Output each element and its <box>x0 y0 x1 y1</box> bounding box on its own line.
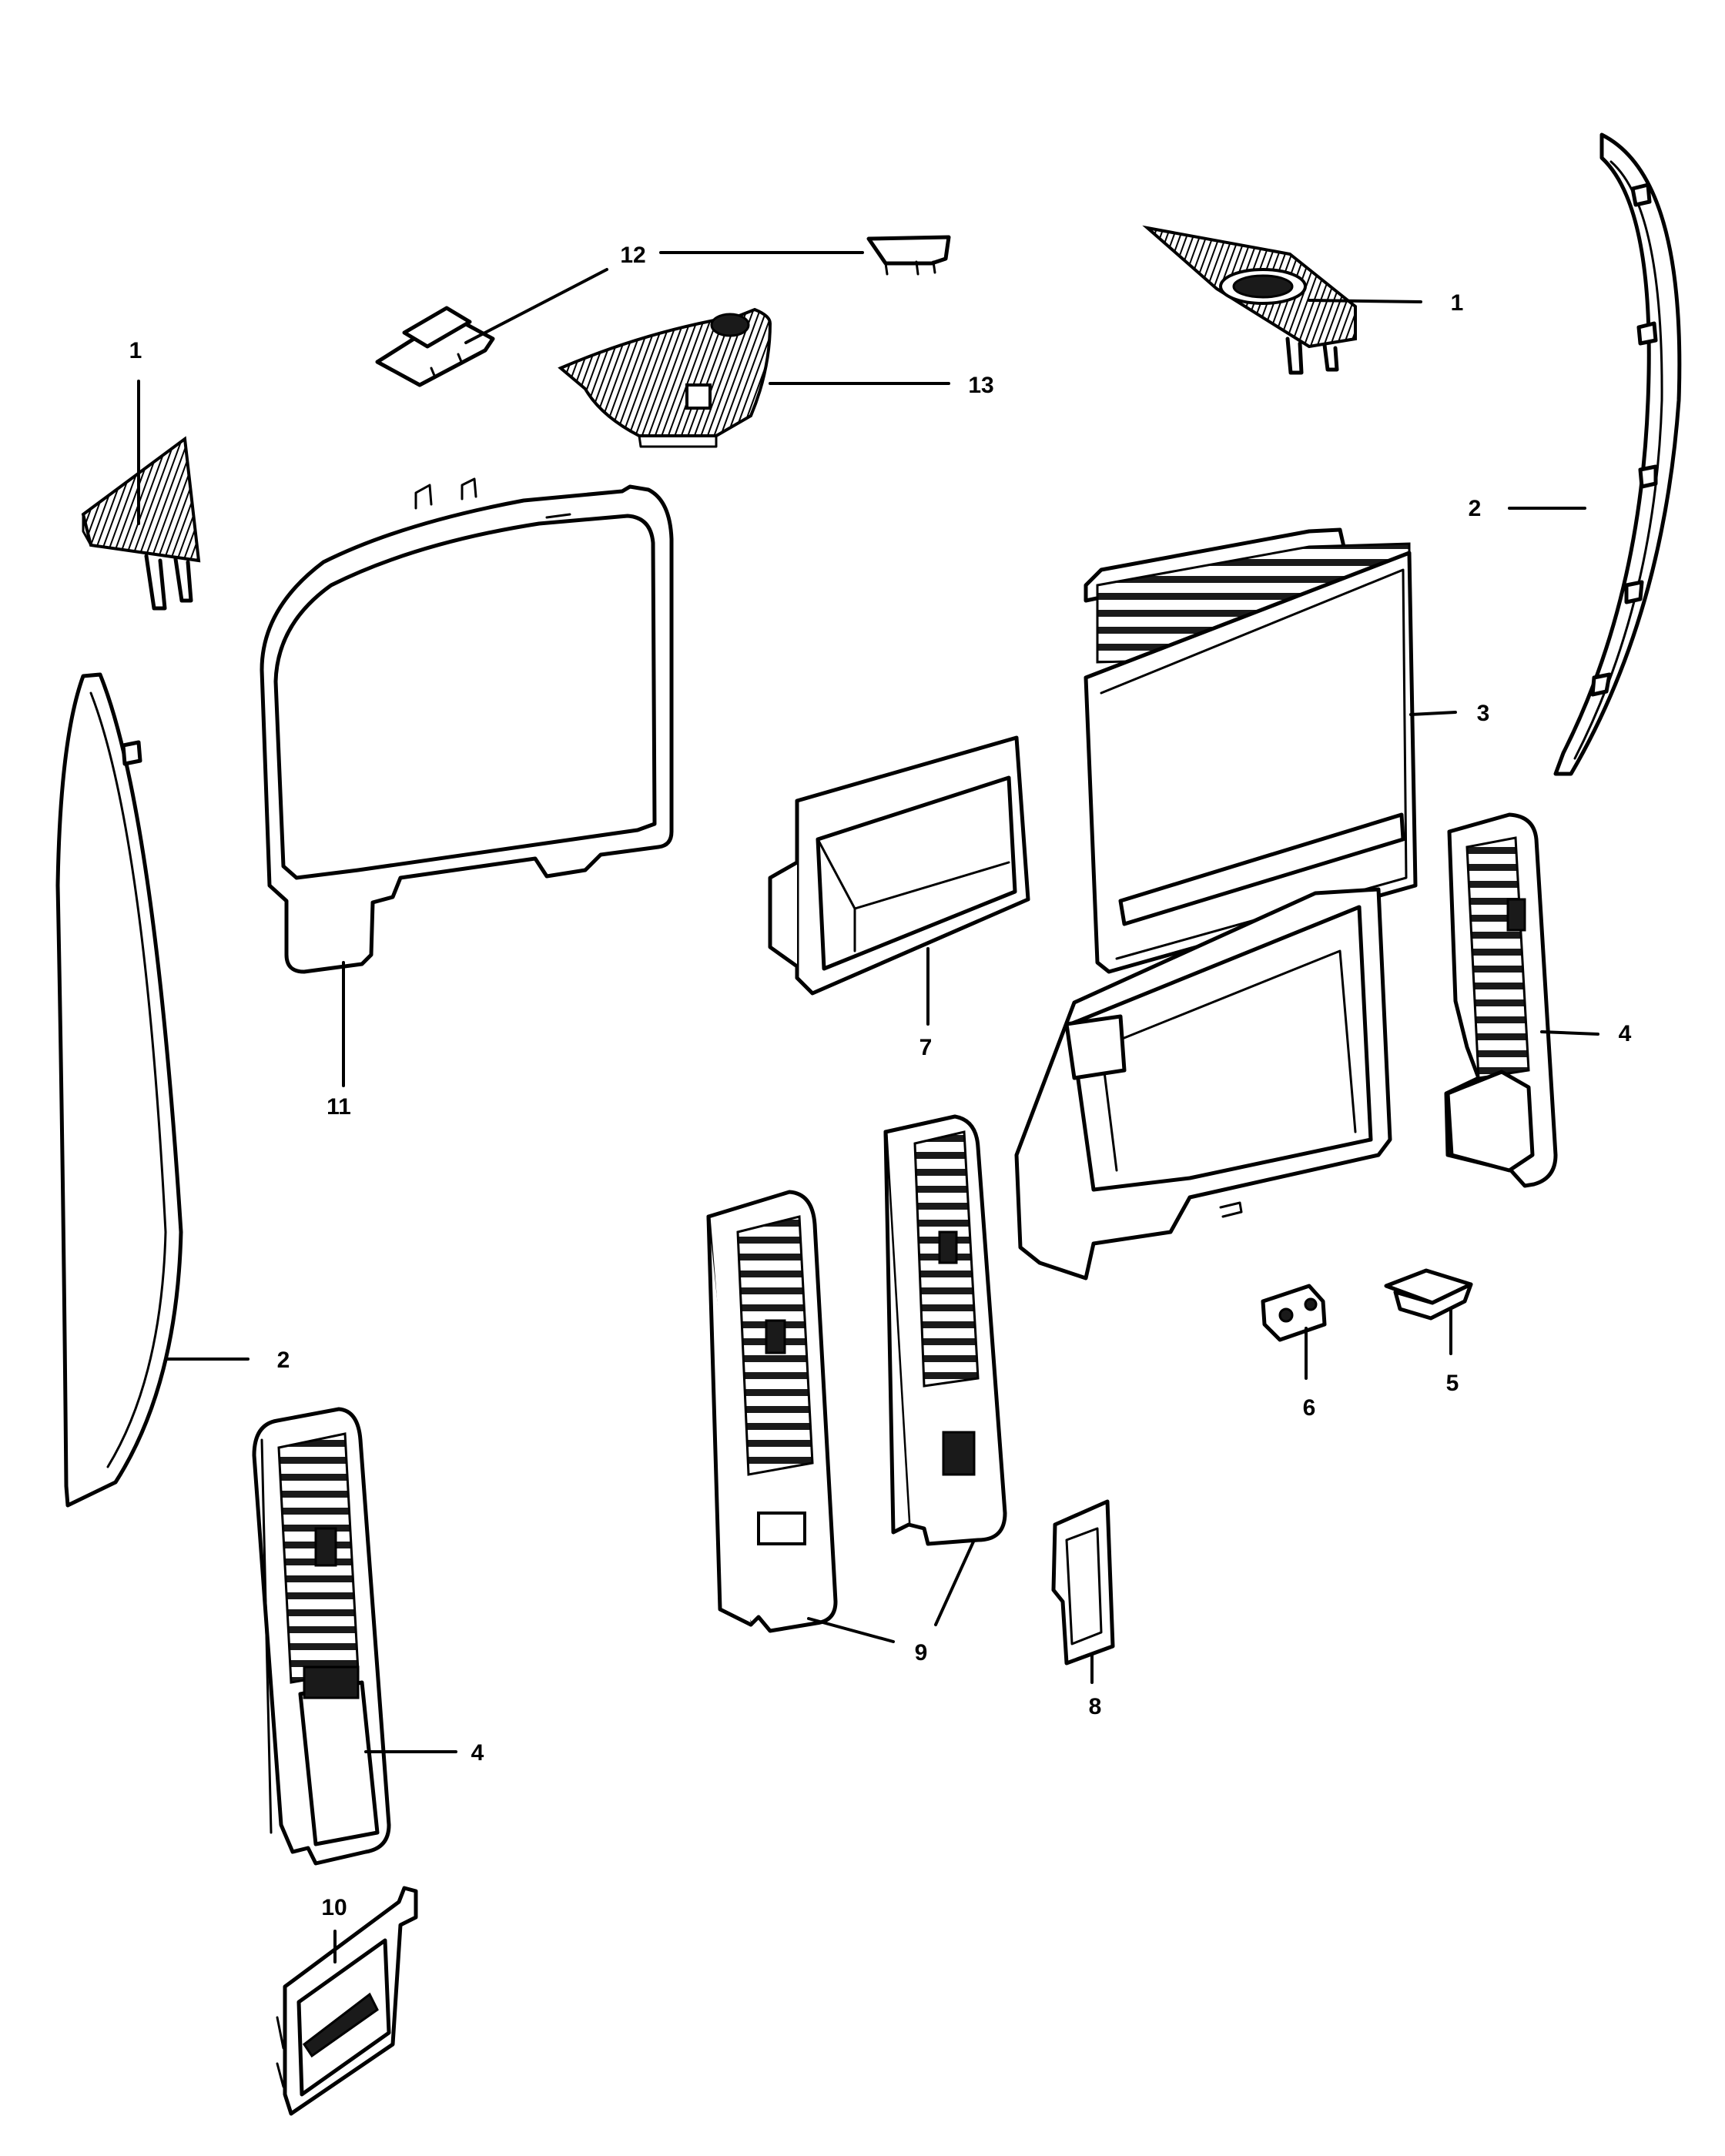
part-2-right-pillar-trim <box>1553 132 1682 776</box>
part-10-small-bezel <box>276 1886 418 2116</box>
part-7-storage-bin <box>768 735 1030 1026</box>
leader-1b <box>1308 299 1422 303</box>
part-12-left-clip <box>375 306 495 387</box>
callout-12: 12 <box>620 243 645 268</box>
callout-4-left: 4 <box>471 1740 484 1766</box>
part-4-right-vent <box>1444 812 1558 1188</box>
part-8-switch-bezel <box>1051 1499 1115 1684</box>
part-12-top-clip <box>866 235 951 276</box>
callout-2-right: 2 <box>1469 496 1482 521</box>
callout-7: 7 <box>919 1035 933 1060</box>
glovebox-housing <box>1014 887 1392 1281</box>
callout-13: 13 <box>968 373 993 398</box>
part-5-switch <box>1384 1268 1473 1355</box>
part-1-right-speaker-grille <box>1142 225 1357 375</box>
callout-11: 11 <box>327 1094 351 1120</box>
part-1-left-speaker-grille <box>81 436 201 611</box>
callout-4-right: 4 <box>1619 1021 1632 1046</box>
callout-6: 6 <box>1303 1395 1316 1421</box>
part-4-left-vent <box>252 1407 391 1866</box>
leader-12b <box>464 268 608 344</box>
callout-10: 10 <box>321 1895 347 1920</box>
callout-1-right: 1 <box>1451 290 1464 316</box>
leader-9b <box>934 1538 976 1626</box>
callout-5: 5 <box>1446 1371 1459 1396</box>
leader-9a <box>807 1617 895 1643</box>
part-2-left-pillar-trim <box>55 672 183 1508</box>
part-3-glovebox-door <box>1084 527 1418 974</box>
part-11-cluster-bezel <box>260 477 674 1087</box>
part-6-bracket <box>1261 1284 1327 1380</box>
part-9-left-vent <box>706 1190 895 1643</box>
part-13-center-speaker <box>558 307 772 448</box>
leader-4a <box>1540 1030 1599 1036</box>
callout-1-left: 1 <box>129 338 142 363</box>
callout-2-left: 2 <box>277 1348 290 1373</box>
leader-3 <box>1409 711 1457 716</box>
callout-8: 8 <box>1089 1694 1102 1719</box>
part-9-right-vent <box>883 1114 1007 1626</box>
callout-3: 3 <box>1477 701 1490 726</box>
callout-9: 9 <box>915 1640 928 1666</box>
